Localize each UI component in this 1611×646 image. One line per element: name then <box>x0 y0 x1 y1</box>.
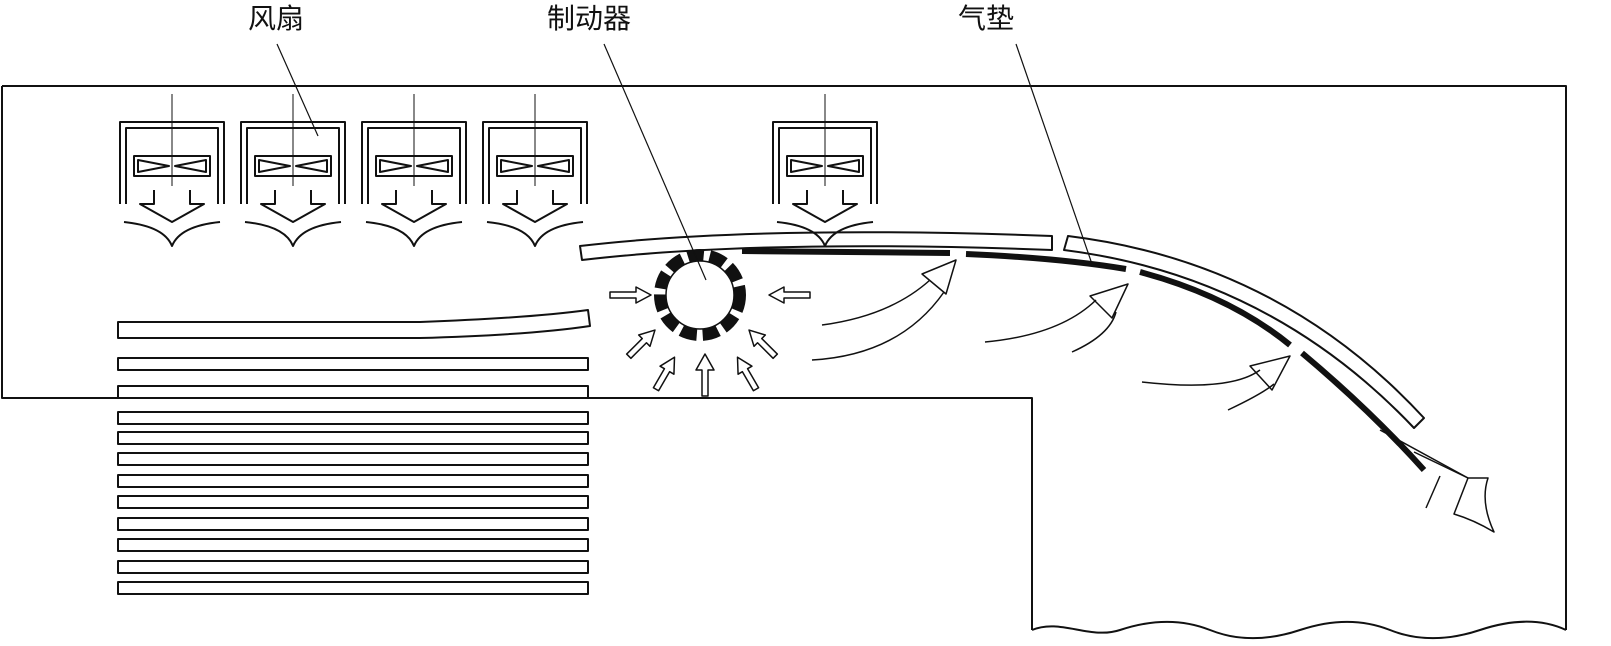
fan-unit-5 <box>772 93 878 247</box>
air-cushion-strips <box>741 248 1427 473</box>
label-air-cushion: 气垫 <box>958 2 1014 35</box>
water-surface <box>1031 620 1567 640</box>
label-brake: 制动器 <box>547 2 631 35</box>
fan-unit-1 <box>119 93 225 247</box>
curved-guide-plate <box>1063 235 1425 429</box>
label-fan: 风扇 <box>248 2 304 35</box>
fan-unit-3 <box>361 93 467 247</box>
leader-lines <box>276 43 1093 281</box>
fan-unit-2 <box>240 93 346 247</box>
brake-roller <box>654 249 746 341</box>
sheet-stack <box>117 309 591 595</box>
suction-arrows <box>609 286 811 397</box>
airflow-arrows <box>811 259 1495 533</box>
fan-unit-4 <box>482 93 588 247</box>
sheet-in-transit <box>117 309 591 339</box>
